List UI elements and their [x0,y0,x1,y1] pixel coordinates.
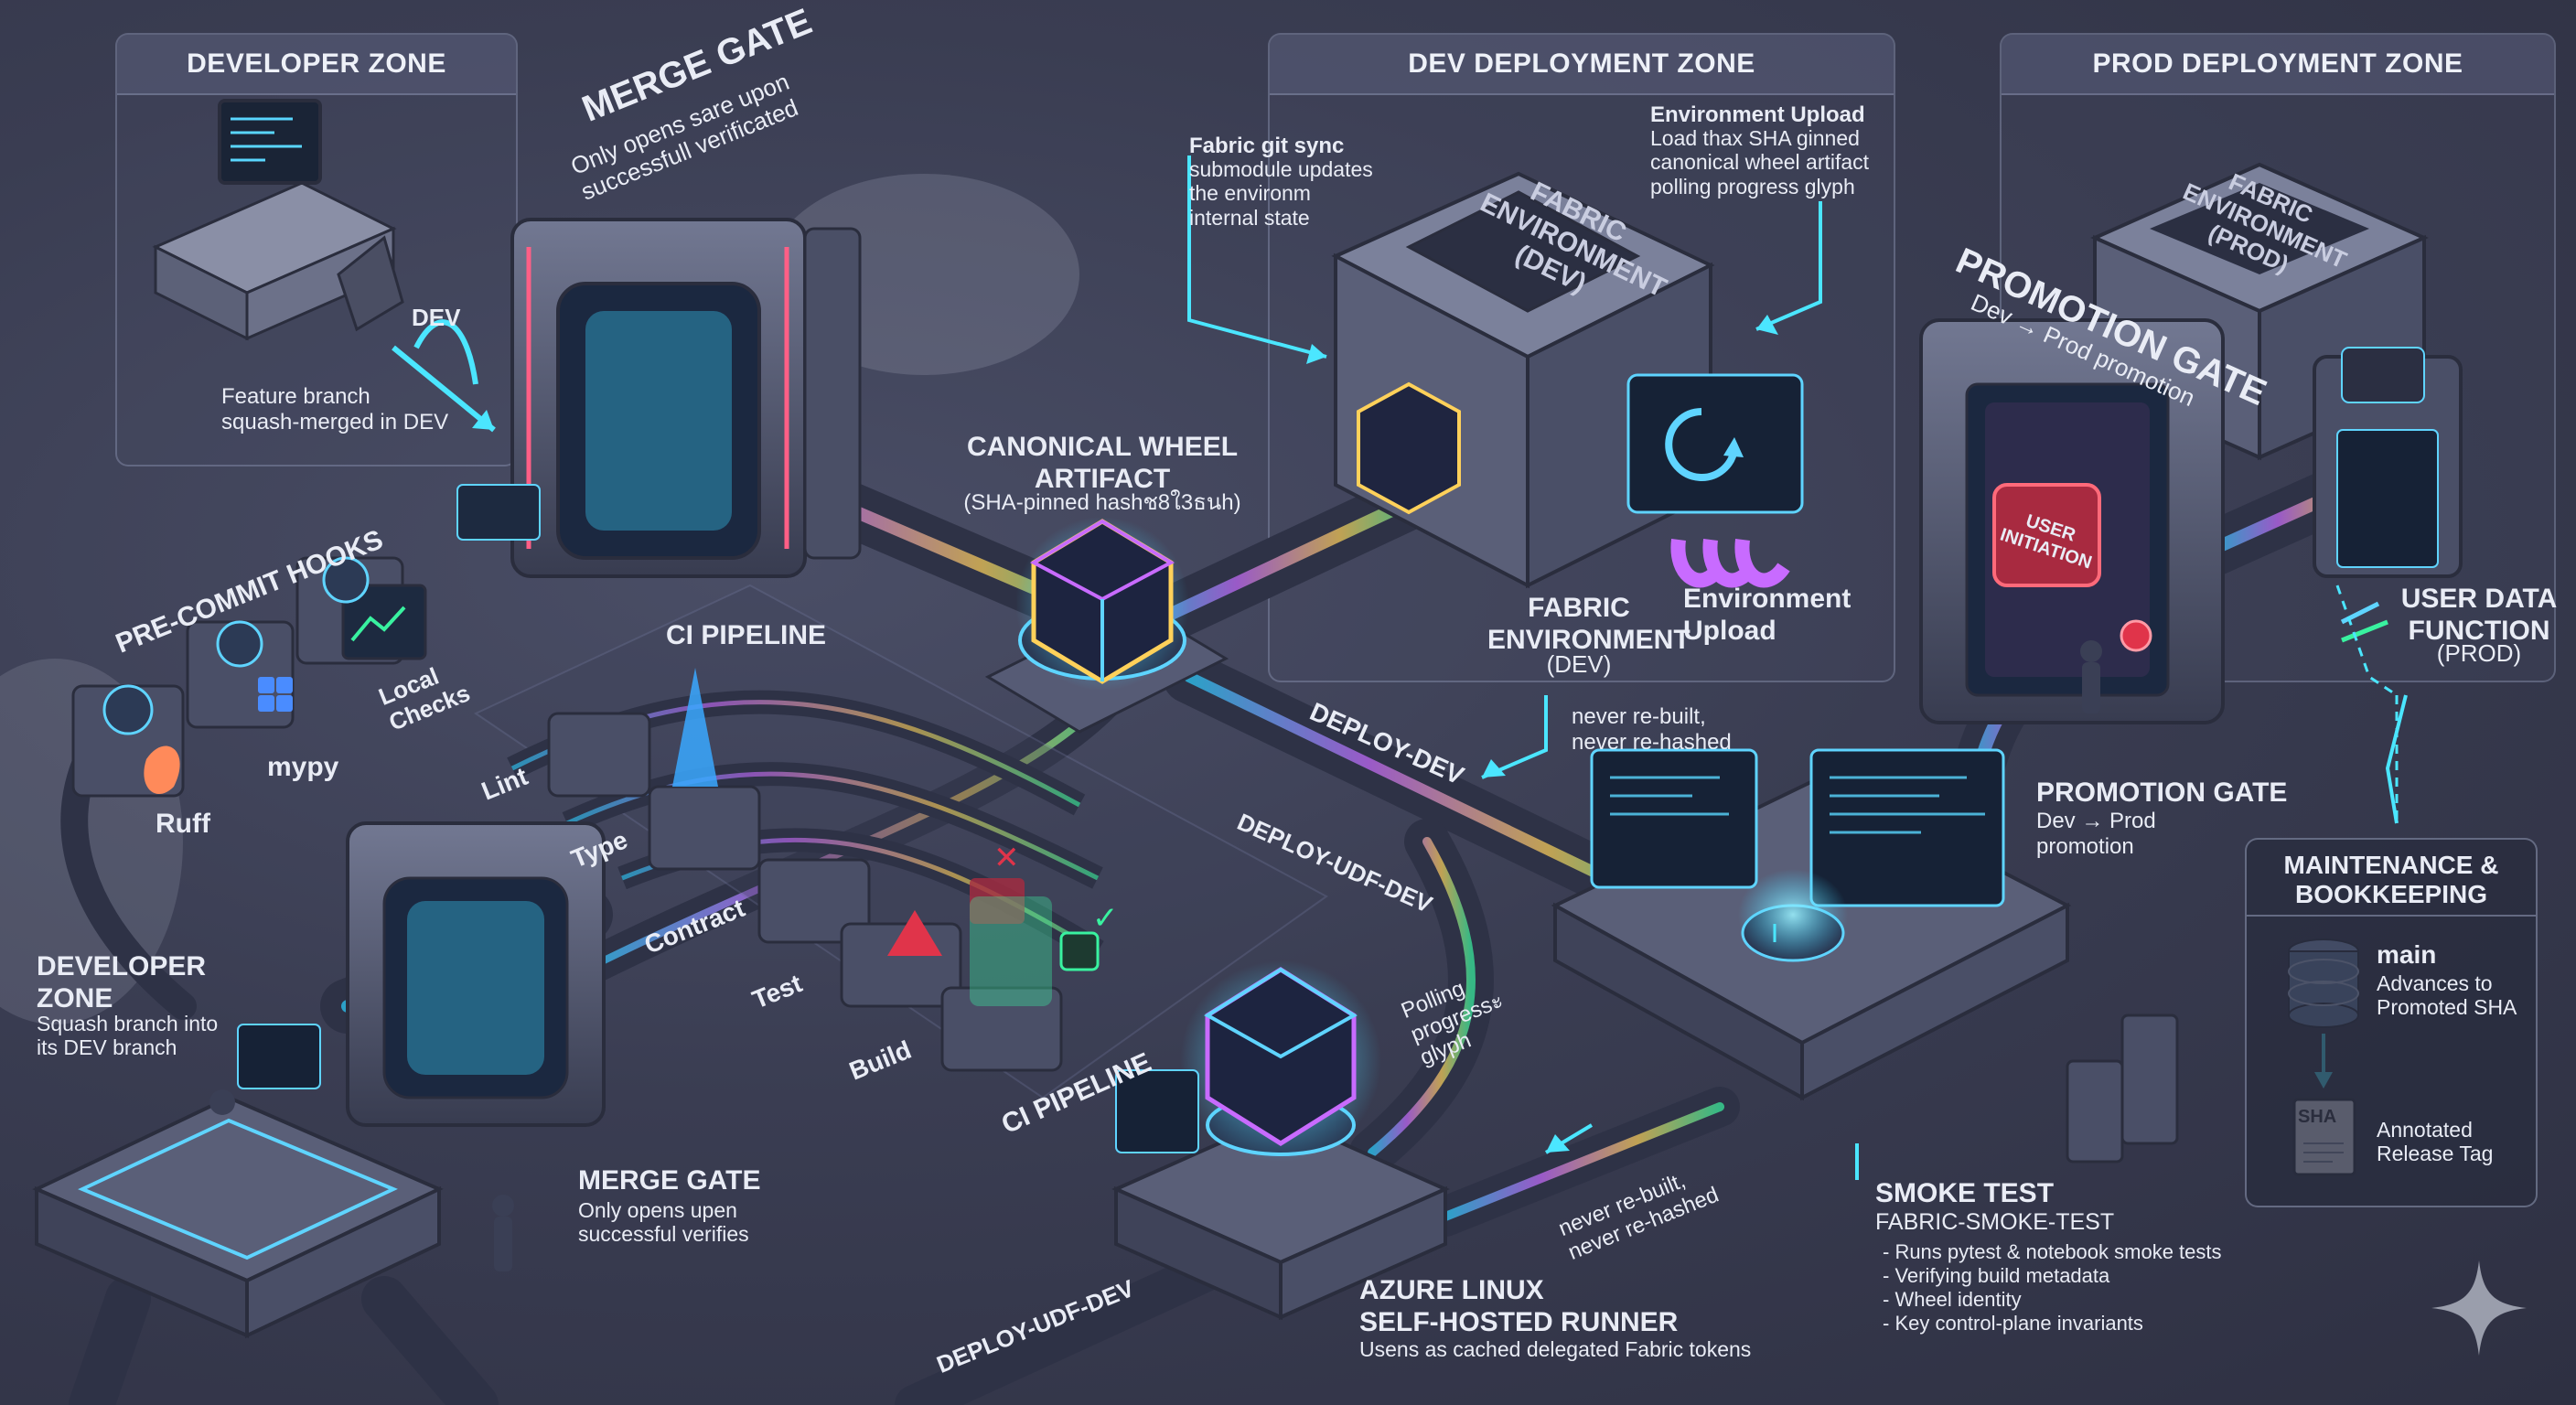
runner-title: AZURE LINUX SELF-HOSTED RUNNER [1359,1275,1679,1337]
fabric-env-dev-sub: (DEV) [1546,650,1612,678]
annotated-release-tag: Annotated Release Tag [2377,1118,2494,1166]
fabric-git-sync-title: Fabric git sync [1189,134,1345,158]
document-icon [2294,1099,2355,1174]
mypy-label: mypy [267,752,339,782]
env-upload-label: Environment Upload [1683,584,1852,646]
maintenance-panel: MAINTENANCE & BOOKKEEPING main Advances … [2245,838,2538,1207]
environment-upload-desc: Load thax SHA ginned canonical wheel art… [1650,126,1870,198]
promotion-gate-label-sub: Dev → Prod promotion [2036,809,2156,859]
check-icon: ✓ [1092,901,1119,936]
developer-zone-bottom-desc: Squash branch into its DEV branch [37,1012,219,1060]
maintenance-title: MAINTENANCE & BOOKKEEPING [2283,851,2499,909]
developer-zone-title: DEVELOPER ZONE [117,35,516,95]
artifact-title: CANONICAL WHEEL ARTIFACT [966,432,1239,494]
promotion-gate-label: PROMOTION GATE [2036,778,2288,808]
dev-deployment-zone-title: DEV DEPLOYMENT ZONE [1270,35,1894,95]
prod-deployment-zone-title: PROD DEPLOYMENT ZONE [2002,35,2554,95]
sha-tag-label: SHA [2298,1107,2337,1127]
main-branch-title: main [2377,940,2437,969]
smoke-test-item: - Runs pytest & notebook smoke tests [1883,1240,2222,1263]
merge-gate-bottom-title: MERGE GATE [578,1165,761,1196]
fabric-git-sync-desc: submodule updates the environm internal … [1189,157,1373,230]
smoke-test-item: - Key control-plane invariants [1883,1312,2143,1335]
smoke-test-item: - Wheel identity [1883,1288,2022,1311]
merge-gate-bottom-desc: Only opens upen successful verifies [578,1198,749,1247]
environment-upload-title: Environment Upload [1650,102,1865,127]
main-branch-desc: Advances to Promoted SHA [2377,971,2517,1020]
smoke-test-title: SMOKE TEST [1875,1178,2055,1208]
smoke-test-subtitle: FABRIC-SMOKE-TEST [1875,1209,2115,1235]
cross-icon: ✕ [993,841,1020,875]
dev-branch-tag: DEV [412,304,461,331]
user-data-function-title: USER DATA FUNCTION [2400,584,2558,646]
ci-pipeline-title: CI PIPELINE [666,620,827,650]
database-icon [2287,933,2360,1024]
feature-branch-caption: Feature branch squash-merged in DEV [221,384,449,434]
runner-desc: Usens as cached delegated Fabric tokens [1359,1337,1752,1361]
ruff-label: Ruff [156,809,210,839]
artifact-subtitle: (SHA-pinned hashช8ใ3ธนh) [963,490,1241,515]
smoke-test-item: - Verifying build metadata [1883,1264,2110,1287]
fabric-env-dev-label: FABRIC ENVIRONMENT [1487,593,1690,655]
sparkle-icon [2431,1260,2527,1356]
never-rebuilt-top: never re-built, never re-hashed [1572,704,1732,755]
developer-zone-bottom-title: DEVELOPER ZONE [37,951,207,1014]
user-data-function-sub: (PROD) [2436,639,2522,667]
